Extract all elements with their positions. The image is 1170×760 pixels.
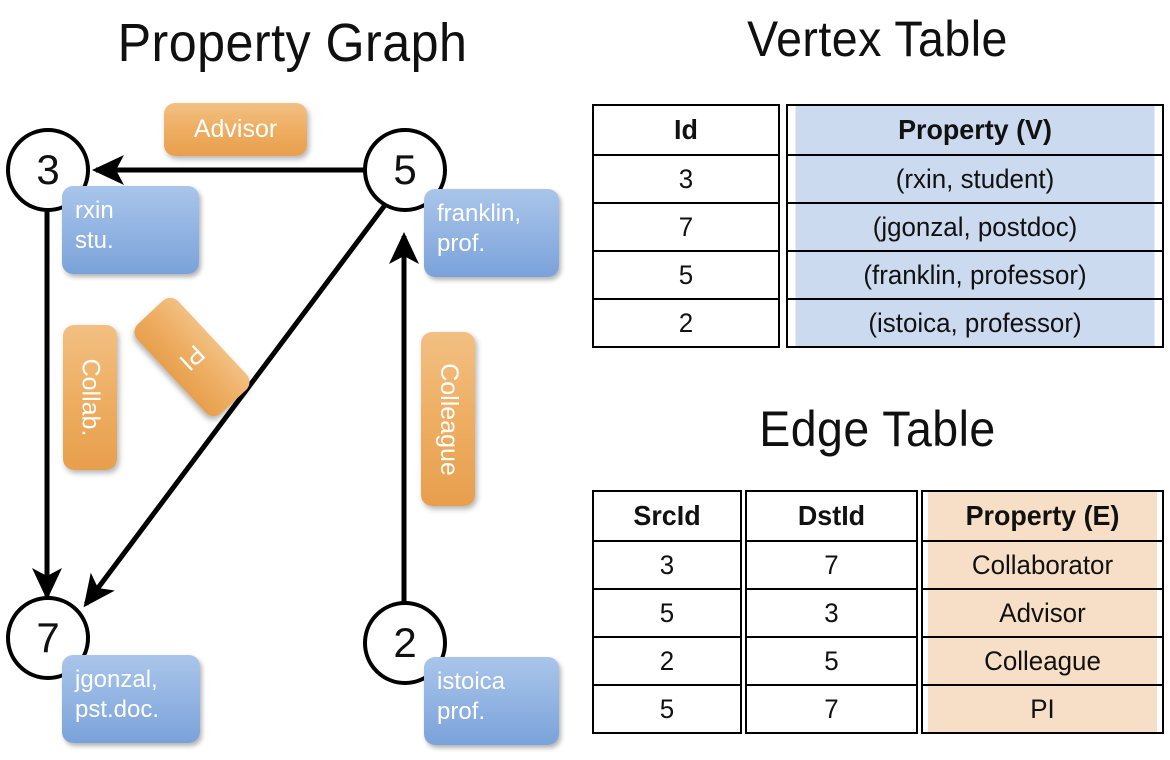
table-row: (istoica, professor) [787,298,1163,348]
table-row: Advisor [922,588,1163,638]
property-graph-diagram: 3 5 7 2 rxin stu. franklin, prof. jgonza… [6,103,559,745]
graph-edge-arrows [32,155,419,608]
table-row: 3 [593,154,779,204]
table-header-row: Id [593,104,779,156]
edge-label-advisor: Advisor [193,115,278,143]
edge-label-box-collab: Collab. [63,325,117,470]
table-row: 2 [593,636,741,686]
vertex-label-7-line2: pst.doc. [75,696,160,723]
vertex-cell-id: 5 [595,250,777,300]
vertex-label-2-line1: istoica [437,668,506,695]
edge-label-box-colleague: Colleague [421,332,475,506]
table-row: (franklin, professor) [787,250,1163,300]
edge-cell-property: PI [925,684,1160,734]
vertex-table-property-column: Property (V) (rxin, student) (jgonzal, p… [786,104,1164,348]
edge-arrow-pi [83,203,388,608]
edge-table-dstid-column: DstId 7 3 5 7 [745,490,918,734]
vertex-label-3-line2: stu. [75,227,114,254]
table-header-row: DstId [746,490,917,542]
edge-cell-srcid: 2 [595,636,740,686]
table-row: (jgonzal, postdoc) [787,202,1163,252]
edge-label-collab: Collab. [76,358,105,437]
page-title-property-graph: Property Graph [117,13,468,73]
vertex-header-id: Id [595,104,777,156]
table-row: PI [922,684,1163,734]
edge-cell-srcid: 5 [595,684,740,734]
edge-cell-property: Colleague [925,636,1160,686]
graph-node-2[interactable]: 2 [363,601,447,685]
page-title-vertex-table: Vertex Table [747,11,1008,67]
edge-header-dstid: DstId [748,490,915,542]
vertex-header-property: Property (V) [793,104,1157,156]
edge-cell-srcid: 5 [595,588,740,638]
edge-cell-property: Advisor [925,588,1160,638]
edge-label-box-advisor: Advisor [164,103,307,156]
table-row: 5 [593,588,741,638]
table-row: 5 [746,636,917,686]
vertex-label-box-5: franklin, prof. [424,189,559,277]
edge-cell-dstid: 7 [748,684,915,734]
edge-cell-dstid: 3 [748,588,915,638]
table-row: 2 [593,298,779,348]
vertex-label-5-line1: franklin, [437,200,522,227]
graph-node-5-id: 5 [393,146,417,193]
table-row: 3 [593,540,741,590]
edge-header-srcid: SrcId [595,490,740,542]
vertex-cell-property: (rxin, student) [793,154,1157,204]
vertex-label-3-line1: rxin [75,197,114,224]
vertex-label-7-line1: jgonzal, [75,666,158,693]
graph-node-5[interactable]: 5 [363,128,447,212]
edge-table-srcid-column: SrcId 3 5 2 5 [592,490,742,734]
table-row: 7 [746,540,917,590]
edge-cell-property: Collaborator [925,540,1160,590]
vertex-label-5-line2: prof. [437,230,486,257]
table-row: 7 [746,684,917,734]
edge-header-property: Property (E) [925,490,1160,542]
vertex-label-box-7: jgonzal, pst.doc. [62,655,200,743]
graph-node-7-id: 7 [36,614,60,661]
page-title-edge-table: Edge Table [759,401,996,457]
vertex-cell-property: (jgonzal, postdoc) [793,202,1157,252]
edge-cell-dstid: 7 [748,540,915,590]
graph-node-2-id: 2 [393,619,417,666]
table-header-row: SrcId [593,490,741,542]
vertex-label-2-line2: prof. [437,698,486,725]
table-row: 5 [593,250,779,300]
vertex-cell-property: (franklin, professor) [793,250,1157,300]
edge-cell-srcid: 3 [595,540,740,590]
vertex-cell-id: 3 [595,154,777,204]
vertex-cell-id: 2 [595,298,777,348]
graph-node-3-id: 3 [36,146,60,193]
table-header-row: Property (V) [787,104,1163,156]
table-header-row: Property (E) [922,490,1163,542]
table-row: 5 [593,684,741,734]
vertex-table-id-column: Id 3 7 5 2 [592,104,780,348]
edge-cell-dstid: 5 [748,636,915,686]
edge-label-colleague: Colleague [434,362,463,476]
vertex-label-box-3: rxin stu. [62,186,199,274]
edge-label-pi: PI [174,339,211,376]
vertex-label-box-2: istoica prof. [424,657,559,745]
table-row: 7 [593,202,779,252]
vertex-cell-id: 7 [595,202,777,252]
table-row: Colleague [922,636,1163,686]
table-row: Collaborator [922,540,1163,590]
vertex-cell-property: (istoica, professor) [793,298,1157,348]
table-row: (rxin, student) [787,154,1163,204]
table-row: 3 [746,588,917,638]
edge-table-property-column: Property (E) Collaborator Advisor Collea… [921,490,1164,734]
